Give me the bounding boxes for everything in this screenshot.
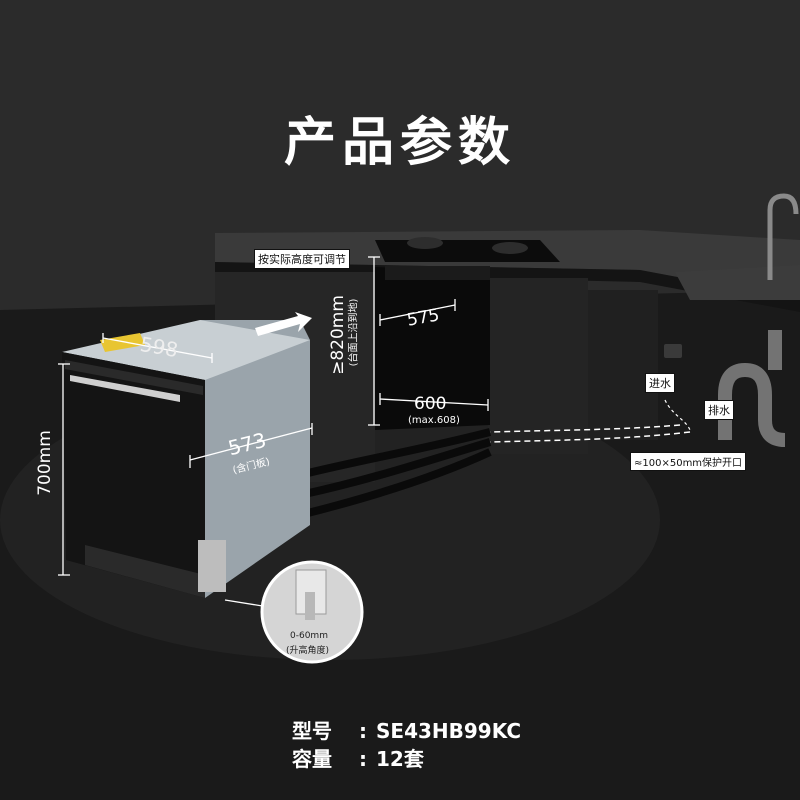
cabinet-sink xyxy=(588,290,658,440)
niche-vent xyxy=(385,266,490,280)
cabinet-right xyxy=(488,278,588,454)
hose-dashed-3 xyxy=(664,399,691,431)
hose-solid-1 xyxy=(299,428,491,479)
push-arrow-icon xyxy=(255,312,312,336)
hose-solid-3 xyxy=(299,448,492,519)
model-colon: : xyxy=(359,719,367,743)
height-dimension: 700mm xyxy=(34,430,55,496)
dishwasher-kickplate xyxy=(85,545,205,598)
drain-pipe-top xyxy=(768,330,782,370)
dishwasher-label xyxy=(100,333,145,352)
cabinet-width-note: (max.608) xyxy=(408,415,460,426)
capacity-label: 容量 xyxy=(292,747,332,771)
faucet-icon xyxy=(767,193,799,280)
burner-left-icon xyxy=(407,237,443,249)
drain-label: 排水 xyxy=(704,400,734,420)
dimension-lines xyxy=(58,256,489,609)
height-range-note: (升高角度) xyxy=(286,646,330,656)
dishwasher-niche xyxy=(375,267,490,430)
door-handle[interactable] xyxy=(70,375,180,402)
zoom-foot-screw xyxy=(305,592,315,620)
opening-label: ≈100×50mm保护开口 xyxy=(630,452,747,471)
adjust-height-label: 按实际高度可调节 xyxy=(254,249,350,269)
dishwasher-door xyxy=(62,352,205,598)
drain-pipe-icon xyxy=(718,362,786,447)
adjustable-foot xyxy=(198,540,226,592)
dishwasher-top xyxy=(62,320,310,380)
cooktop xyxy=(375,240,560,262)
door-top-strip xyxy=(65,360,203,395)
height-range: 0-60mm xyxy=(290,631,328,641)
hose-solid-2 xyxy=(299,438,492,499)
page-title: 产品参数 xyxy=(283,113,516,173)
cabinet-height-note: (台面上沿到地) xyxy=(348,298,360,367)
dishwasher-side xyxy=(200,320,310,598)
spec-capacity: 容量:12套 xyxy=(292,743,424,772)
capacity-colon: : xyxy=(359,747,367,771)
hose-dashed-1 xyxy=(489,424,681,433)
countertop xyxy=(215,230,800,300)
cabinet-width-dimension: 600 xyxy=(414,394,447,414)
hose-dashed-2 xyxy=(489,431,691,443)
model-label: 型号 xyxy=(292,719,332,743)
burner-right-icon xyxy=(492,242,528,254)
model-value: SE43HB99KC xyxy=(376,719,521,743)
wall-socket-icon xyxy=(664,344,682,358)
capacity-value: 12套 xyxy=(376,747,424,771)
inlet-label: 进水 xyxy=(645,373,675,393)
spec-model: 型号: SE43HB99KC xyxy=(292,715,521,744)
